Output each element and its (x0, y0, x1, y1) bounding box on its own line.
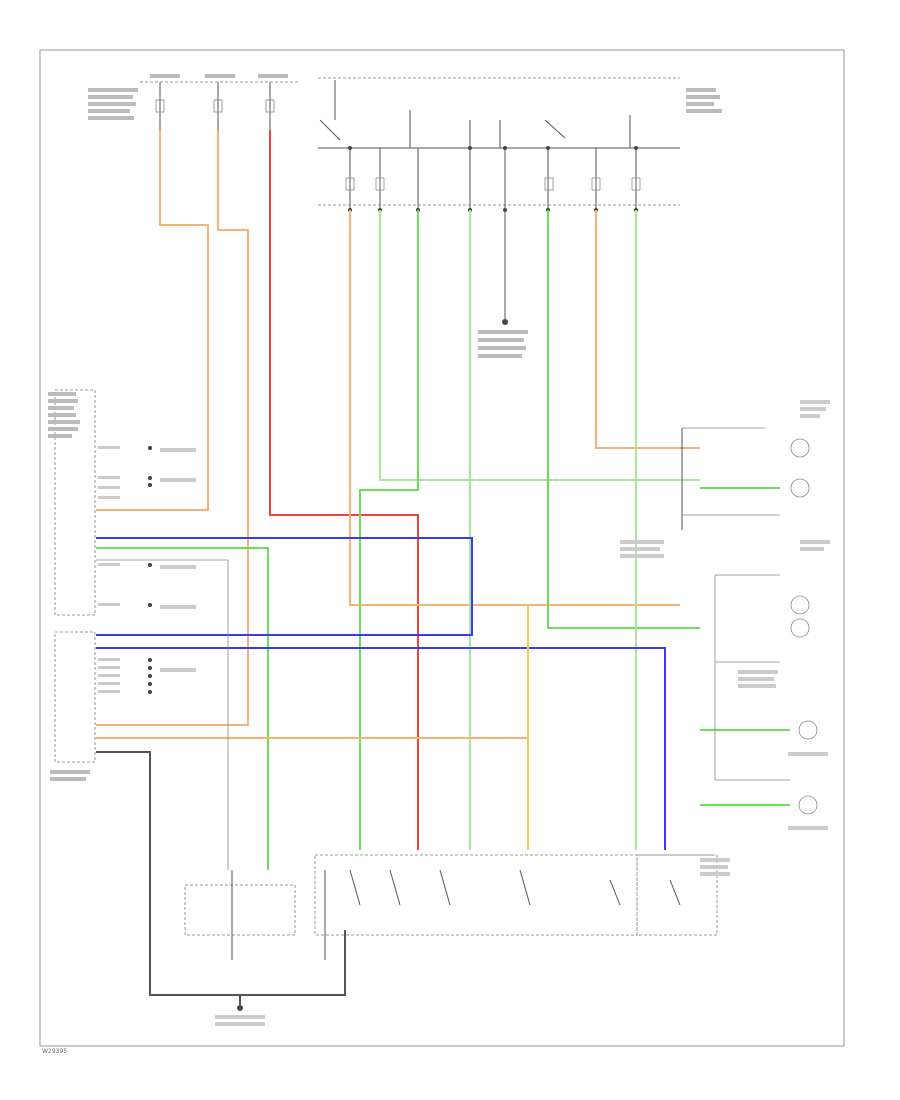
diagram-frame (39, 49, 845, 1047)
wire-gray-left (96, 751, 241, 1005)
connector-pins (148, 446, 152, 694)
lamp-3 (790, 595, 810, 615)
bottom-switch-panel (184, 854, 730, 1026)
wire-orange-4 (595, 210, 700, 449)
wire-orange-1 (96, 130, 209, 511)
lamp-6 (798, 795, 818, 815)
wire-green-5 (96, 547, 269, 870)
fuse-1 (155, 99, 165, 113)
top-right-label-stubs (478, 88, 722, 358)
fuse-2 (213, 99, 223, 113)
lower-fuse-row (345, 177, 641, 191)
lamp-2 (790, 478, 810, 498)
wire-gray-right (240, 930, 346, 996)
wire-red (269, 130, 419, 850)
wires (96, 130, 790, 1005)
wire-orange-3 (349, 210, 680, 606)
top-fuse-panel (88, 74, 722, 358)
lamp-5 (798, 720, 818, 740)
lamp-4 (790, 618, 810, 638)
wire-green-3 (547, 210, 700, 629)
wire-lightgreen-1 (379, 210, 700, 481)
right-lamps (620, 400, 830, 830)
bus-nodes (348, 146, 638, 212)
top-left-label-stubs (88, 74, 288, 120)
wire-blue-2 (96, 647, 666, 850)
diagram-code: W29395 (42, 1048, 67, 1055)
wire-orange-2 (96, 130, 249, 726)
wire-blue-1 (96, 537, 473, 636)
fuse-3 (265, 99, 275, 113)
left-switch-module (48, 389, 229, 870)
wire-green-1 (359, 210, 419, 850)
lamp-1 (790, 438, 810, 458)
